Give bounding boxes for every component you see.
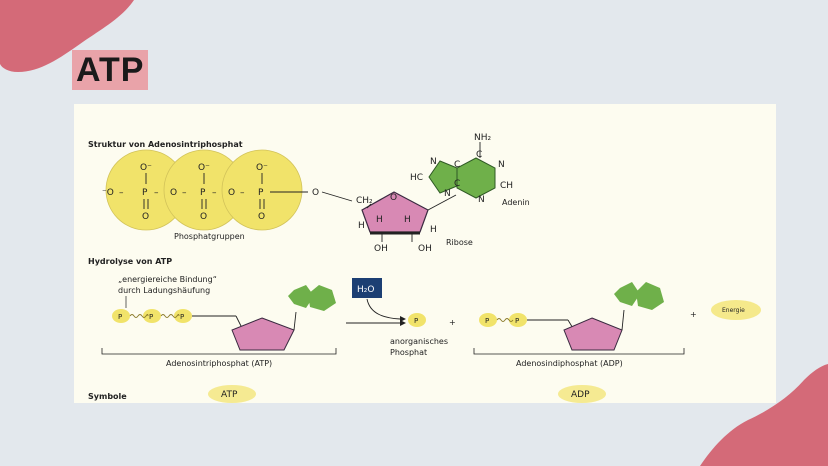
ring-h-2: H: [404, 215, 411, 225]
structure-heading: Struktur von Adenosintriphosphat: [88, 140, 243, 149]
symbols-heading: Symbole: [88, 392, 127, 401]
bond-dash: –: [240, 188, 245, 198]
o-minus-3: O⁻: [256, 163, 268, 173]
atp-phosphate-3: P: [180, 313, 184, 321]
inorganic-phosphate-bubble: [408, 313, 426, 327]
adenine-pyrimidine-ring: [456, 157, 496, 199]
bond-dash: –: [212, 188, 217, 198]
ribose-label: Ribose: [446, 238, 473, 247]
inorganic-phosphate: P: [414, 317, 418, 325]
atp-symbol-bubble: [208, 385, 256, 403]
energy-label: Energie: [722, 307, 745, 314]
phosphate-groups: [105, 149, 303, 231]
ester-oxygen: O: [312, 188, 319, 198]
atp-phosphate-1: P: [118, 313, 122, 321]
energy-bubble: [711, 300, 761, 320]
adp-phosphate-2: P: [515, 317, 519, 325]
phosphorus-1: P: [142, 188, 148, 198]
water-badge: [352, 278, 382, 298]
adenine-c-4: C: [454, 179, 460, 189]
double-o-1: O: [142, 212, 149, 222]
textbook-figure: Struktur von Adenosintriphosphat O⁻ O⁻ O…: [74, 104, 776, 403]
atp-diagram: Struktur von Adenosintriphosphat O⁻ O⁻ O…: [88, 133, 761, 403]
ch2-group: CH₂: [356, 196, 373, 206]
phosphorus-2: P: [200, 188, 206, 198]
top-left-blob: [0, 0, 134, 72]
hydroxyl-2: OH: [418, 244, 432, 254]
inorganic-label-line2: Phosphat: [390, 348, 427, 357]
adenine-imidazole-ring: [428, 160, 458, 194]
adp-full-name: Adenosindiphosphat (ADP): [516, 359, 623, 368]
hydroxyl-1: OH: [374, 244, 388, 254]
page-title: ATP: [72, 50, 149, 90]
amino-group: NH₂: [474, 133, 492, 143]
bridge-oxygen-1: O: [170, 188, 177, 198]
adenine-label: Adenin: [502, 198, 530, 207]
atp-phosphate-2: P: [149, 313, 153, 321]
atp-full-name: Adenosintriphosphat (ATP): [166, 359, 272, 368]
atp-symbol: ATP: [221, 390, 238, 400]
atp-bracket: [101, 348, 337, 355]
adenine-c-6: C: [476, 150, 482, 160]
inorganic-label-line1: anorganisches: [390, 337, 448, 346]
o-minus-1: O⁻: [140, 163, 152, 173]
hydrolysis-heading: Hydrolyse von ATP: [88, 257, 172, 266]
plus-1: +: [449, 318, 456, 327]
phosphorus-3: P: [258, 188, 264, 198]
adenine-n-3: N: [478, 195, 485, 205]
o-minus-2: O⁻: [198, 163, 210, 173]
bond-note-line2: durch Ladungshäufung: [118, 286, 210, 295]
adenine-c-5: C: [454, 160, 460, 170]
adenine-hc-8: HC: [410, 173, 423, 183]
bond-dash: –: [154, 188, 159, 198]
bond-note-line1: „energiereiche Bindung“: [118, 275, 217, 284]
double-o-3: O: [258, 212, 265, 222]
ring-h-4: H: [430, 225, 437, 235]
adp-bracket: [473, 348, 685, 355]
adp-symbol: ADP: [571, 390, 590, 400]
bond-dash: –: [182, 188, 187, 198]
adenine-n-7: N: [430, 157, 437, 167]
water-label: H₂O: [357, 285, 374, 295]
plus-2: +: [690, 310, 697, 319]
bond-dash: –: [119, 188, 124, 198]
bridge-oxygen-2: O: [228, 188, 235, 198]
adenine-n-9: N: [444, 189, 451, 199]
ring-h-3: H: [358, 221, 365, 231]
phosphate-groups-label: Phosphatgruppen: [174, 232, 245, 241]
adenine-n-1: N: [498, 160, 505, 170]
adp-symbol-bubble: [558, 385, 606, 403]
minus-o: ⁻O: [102, 188, 114, 198]
double-o-2: O: [200, 212, 207, 222]
adp-molecule: [479, 282, 664, 351]
atp-molecule: [112, 285, 336, 351]
ring-h-1: H: [376, 215, 383, 225]
adenine-ch-2: CH: [500, 181, 513, 191]
bottom-right-blob: [700, 364, 828, 466]
adp-phosphate-1: P: [485, 317, 489, 325]
ring-oxygen: O: [390, 193, 397, 203]
